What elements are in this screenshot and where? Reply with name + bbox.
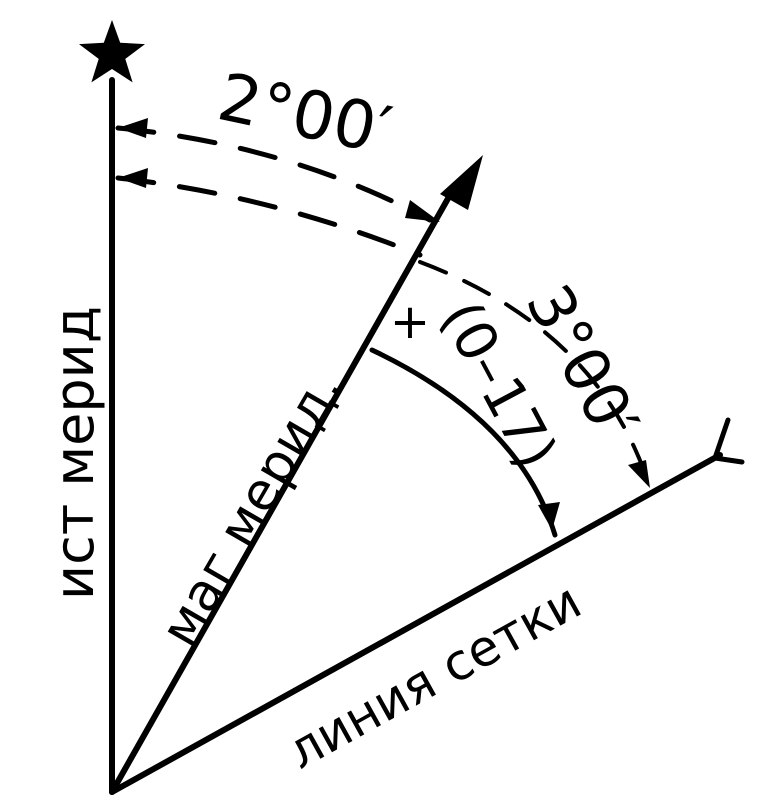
magnetic-meridian-label: маг мерид. — [149, 362, 354, 657]
declination-arrow-right — [405, 200, 440, 222]
grid-magnetic-arrow-right — [628, 460, 650, 488]
declination-arc — [115, 175, 423, 258]
magnetic-meridian-arrowhead — [440, 155, 483, 210]
grid-line-tick — [712, 417, 745, 465]
declination-arrow-left-lower — [118, 168, 148, 188]
magnetic-meridian-line — [109, 192, 453, 795]
declination-arc-upper — [115, 125, 433, 223]
grid-magnetic-arrow-bottom — [538, 502, 560, 530]
true-north-star-icon — [79, 20, 145, 83]
sign-label: + — [390, 294, 430, 350]
declination-value: 2°00′ — [212, 58, 398, 169]
true-meridian-label: ист мерид — [43, 306, 106, 600]
grid-magnetic-arc-outer — [418, 260, 652, 490]
declination-arrow-left — [118, 118, 148, 138]
grid-line — [109, 452, 723, 795]
